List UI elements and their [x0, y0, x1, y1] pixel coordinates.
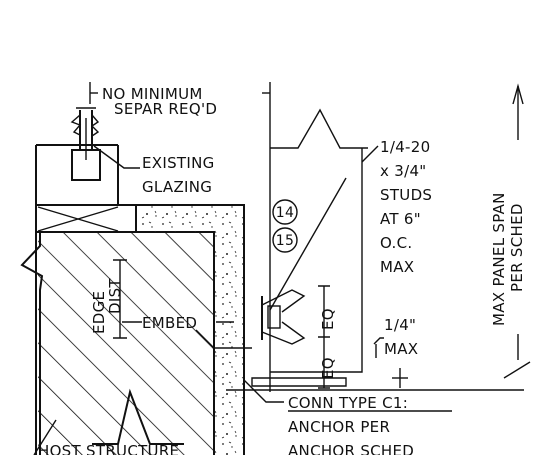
- wing-nut-hardware: [261, 289, 306, 345]
- edge-embed-dimensions: [113, 259, 252, 349]
- callout-1-number: 14: [276, 205, 294, 221]
- embed-label: EMBED: [142, 314, 197, 332]
- conn-note-line1: CONN TYPE C1:: [288, 394, 408, 412]
- callout-circle-1: [272, 199, 298, 225]
- break-line-left: [20, 232, 44, 455]
- studs-note-line1: 1/4-20: [380, 138, 430, 156]
- callout-2-number: 15: [276, 233, 294, 249]
- separation-note-line2: SEPAR REQ'D: [114, 100, 217, 118]
- host-structure-label: HOST STRUCTURE: [38, 442, 179, 455]
- panel-span-line1: MAX PANEL SPAN: [490, 192, 508, 326]
- eq-lower-label: EQ: [319, 357, 337, 379]
- existing-glazing: [70, 107, 101, 181]
- studs-note-line6: MAX: [380, 258, 414, 276]
- conn-note-line2: ANCHOR PER: [288, 418, 390, 436]
- studs-note-line2: x 3/4": [380, 162, 427, 180]
- callout-circle-2: [272, 227, 298, 253]
- edge-dist-line2: DIST: [106, 278, 124, 314]
- host-structure: [38, 231, 215, 455]
- eq-dimension: [318, 285, 330, 389]
- edge-dist-line1: EDGE: [90, 291, 108, 334]
- glazing-note-line1: EXISTING: [142, 154, 215, 172]
- concrete-band: [136, 204, 245, 455]
- angle-clip: [226, 377, 524, 391]
- max-note-line2: MAX: [384, 340, 418, 358]
- glazing-leader: [93, 145, 140, 169]
- panel-span-line2: PER SCHED: [508, 203, 526, 292]
- studs-note-line4: AT 6": [380, 210, 421, 228]
- panel-span-dimension: [503, 83, 531, 379]
- quarter-inch-dimension: [373, 337, 408, 388]
- studs-leader: [361, 145, 379, 163]
- break-line-bottom: [92, 388, 184, 445]
- glazing-note-line2: GLAZING: [142, 178, 212, 196]
- studs-note-line5: O.C.: [380, 234, 412, 252]
- eq-upper-label: EQ: [319, 308, 337, 330]
- max-note-line1: 1/4": [384, 316, 416, 334]
- conn-leader: [243, 379, 284, 403]
- conn-note-line3: ANCHOR SCHED: [288, 442, 414, 455]
- shutter-panel: [269, 108, 368, 373]
- wall-frame: [35, 144, 137, 455]
- host-leader: [33, 419, 57, 455]
- studs-note-line3: STUDS: [380, 186, 432, 204]
- separation-note-line1: NO MINIMUM: [102, 85, 203, 103]
- separation-dimension: [89, 82, 271, 104]
